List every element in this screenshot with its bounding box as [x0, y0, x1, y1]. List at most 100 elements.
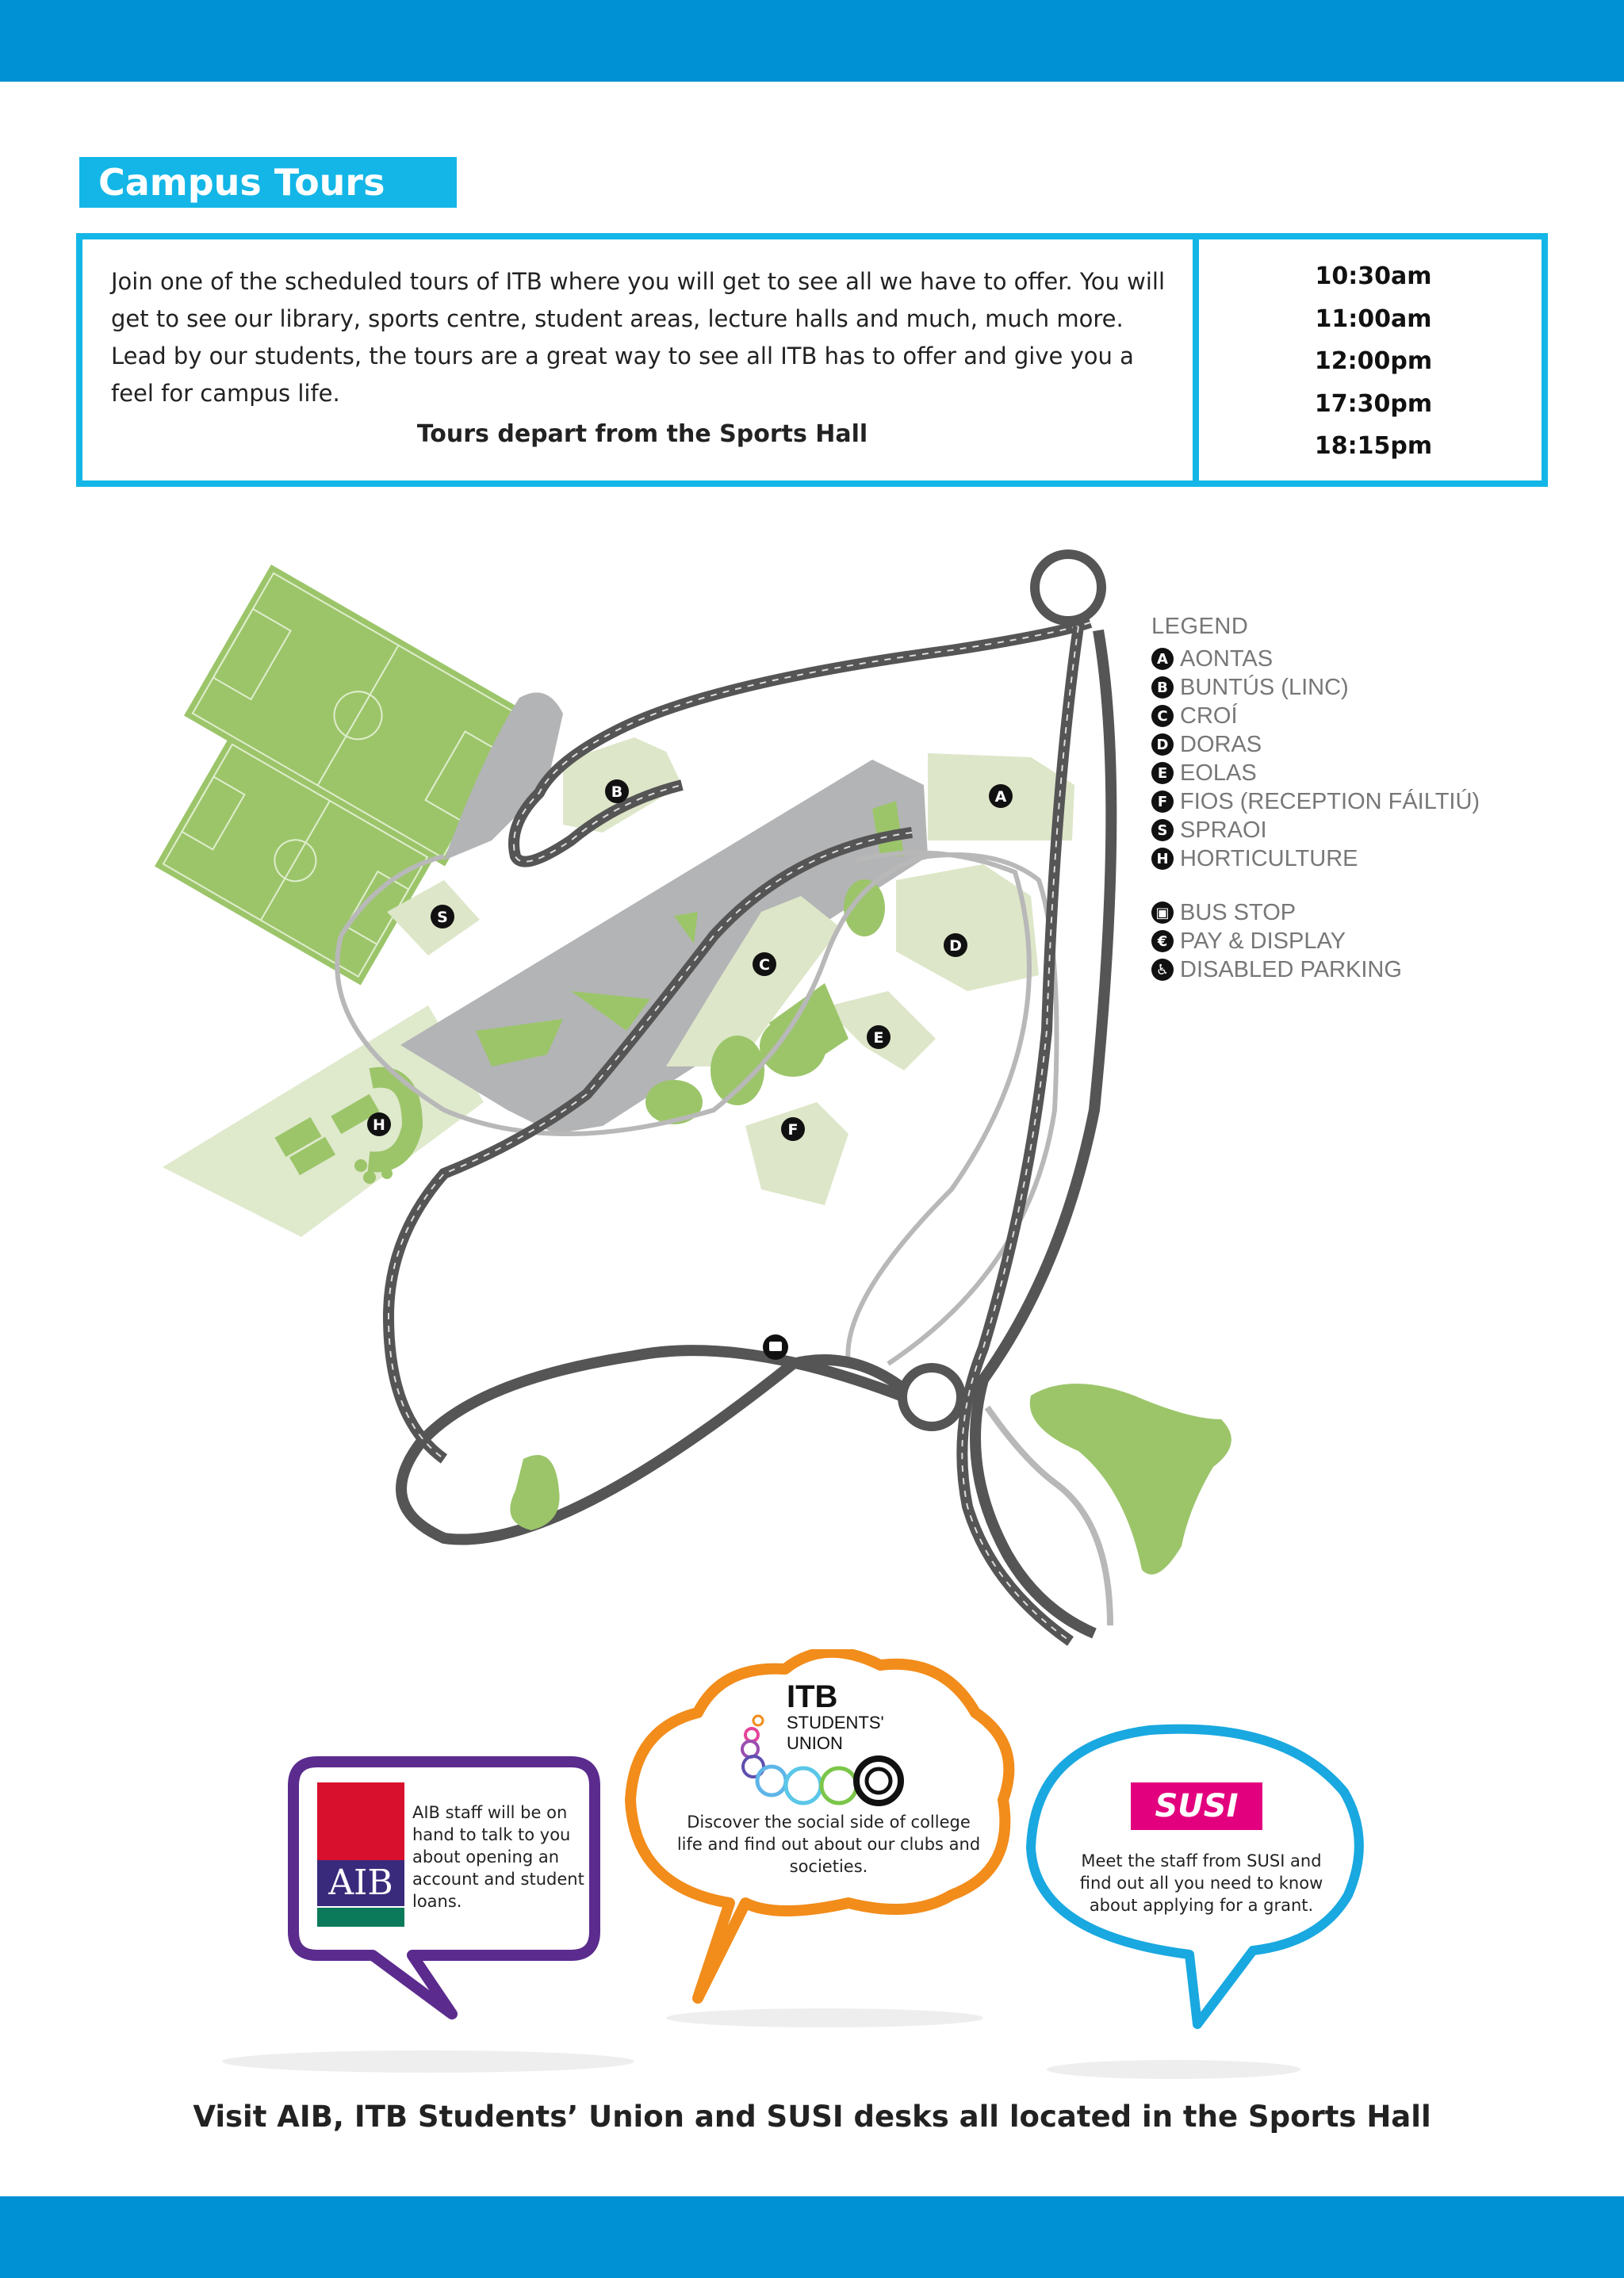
- tours-divider: [1193, 239, 1199, 480]
- tours-departure-note: Tours depart from the Sports Hall: [416, 420, 868, 448]
- map-marker-c: C: [753, 952, 776, 976]
- parking-green: [476, 1019, 563, 1066]
- svg-text:C: C: [759, 956, 770, 974]
- bus-stop-marker: [763, 1334, 788, 1360]
- legend-item: €PAY & DISPLAY: [1151, 927, 1595, 955]
- marker-b-icon: B: [1151, 676, 1174, 699]
- legend-label: SPRAOI: [1180, 817, 1267, 843]
- su-logo-line2: STUDENTS': [787, 1713, 884, 1732]
- map-marker-a: A: [989, 784, 1013, 808]
- horticulture-path: [367, 1066, 423, 1173]
- legend-item: B BUNTÚS (LINC): [1151, 673, 1595, 702]
- bottom-banner: [0, 2196, 1624, 2278]
- visit-desks-note: Visit AIB, ITB Students’ Union and SUSI …: [193, 2100, 1431, 2134]
- tour-time: 12:00pm: [1314, 347, 1433, 375]
- legend-item: S SPRAOI: [1151, 816, 1595, 844]
- legend-item: C CROÍ: [1151, 702, 1595, 730]
- tour-time: 18:15pm: [1314, 432, 1433, 460]
- susi-desk-text: Meet the staff from SUSI and find out al…: [1079, 1851, 1323, 1915]
- legend-item: F FIOS (RECEPTION FÁILTIÚ): [1151, 787, 1595, 816]
- roundabout-south: [898, 1363, 966, 1431]
- horticulture-bed: [381, 1168, 393, 1179]
- light-road: [335, 852, 1059, 1366]
- tour-times-list: 10:30am 11:00am 12:00pm 17:30pm 18:15pm: [1199, 255, 1548, 468]
- aib-logo-text: AIB: [317, 1860, 404, 1906]
- light-road: [984, 1405, 1113, 1626]
- legend-label: DISABLED PARKING: [1180, 956, 1402, 982]
- bubble-shadow: [666, 2008, 983, 2027]
- marker-a-icon: A: [1151, 648, 1174, 670]
- building-green: [760, 1016, 826, 1077]
- svg-text:E: E: [874, 1029, 884, 1047]
- legend-label: DORAS: [1180, 731, 1262, 757]
- marker-c-icon: C: [1151, 705, 1174, 727]
- bubble-shadow: [222, 2050, 634, 2073]
- horticulture-area: [163, 1005, 484, 1237]
- horticulture-bed: [289, 1136, 336, 1176]
- wheelchair-icon: ♿: [1151, 959, 1174, 981]
- marker-h-icon: H: [1151, 848, 1174, 870]
- building-d: [896, 864, 1039, 991]
- students-union-bubble: [625, 1649, 1015, 2004]
- marker-e-icon: E: [1151, 762, 1174, 784]
- building-green: [710, 1036, 764, 1105]
- parking-green: [674, 912, 698, 944]
- legend-item: D DORAS: [1151, 730, 1595, 759]
- legend-item: E EOLAS: [1151, 759, 1595, 787]
- building-green: [844, 879, 885, 936]
- top-banner: [0, 0, 1624, 82]
- svg-text:H: H: [373, 1116, 385, 1134]
- map-marker-s: S: [431, 905, 454, 928]
- susi-bubble: [1026, 1724, 1364, 2029]
- marker-f-icon: F: [1151, 791, 1174, 813]
- legend-item: A AONTAS: [1151, 645, 1595, 673]
- main-road: [396, 1345, 942, 1545]
- campus-tours-title: Campus Tours: [79, 157, 457, 208]
- svg-text:S: S: [437, 909, 448, 926]
- tours-description: Join one of the scheduled tours of ITB w…: [111, 268, 1166, 407]
- euro-icon: €: [1151, 930, 1174, 952]
- main-road: [513, 622, 1091, 863]
- horticulture-bed: [370, 1153, 383, 1166]
- aib-desk-text: AIB staff will be on hand to talk to you…: [412, 1803, 584, 1911]
- legend-label: FIOS (RECEPTION FÁILTIÚ): [1180, 788, 1480, 814]
- map-marker-b: B: [605, 779, 629, 803]
- green-area: [510, 1455, 560, 1530]
- main-road: [387, 832, 913, 1460]
- aib-logo-emblem: [317, 1782, 404, 1860]
- map-legend: LEGEND A AONTAS B BUNTÚS (LINC) C CROÍ D DOR…: [1151, 614, 1595, 984]
- su-logo-line3: UNION: [787, 1733, 843, 1753]
- light-road: [339, 854, 445, 937]
- parking-green: [571, 991, 650, 1031]
- aib-logo: AIB: [317, 1782, 404, 1927]
- building-f: [745, 1102, 848, 1205]
- legend-label: BUNTÚS (LINC): [1180, 674, 1349, 700]
- map-marker-h: H: [367, 1112, 391, 1136]
- legend-label: BUS STOP: [1180, 899, 1297, 925]
- legend-label: EOLAS: [1180, 760, 1257, 786]
- su-logo-line1: ITB: [787, 1679, 838, 1714]
- bus-icon: ▣: [1151, 902, 1174, 924]
- legend-label: CROÍ: [1180, 703, 1238, 729]
- building-green: [645, 1080, 703, 1124]
- tour-time: 10:30am: [1315, 262, 1432, 290]
- campus-tours-box: Join one of the scheduled tours of ITB w…: [76, 233, 1548, 487]
- bubble-shadow: [1047, 2060, 1300, 2079]
- students-union-logo-rings: [741, 1714, 904, 1806]
- main-road: [961, 626, 1079, 1642]
- tour-time: 17:30pm: [1314, 389, 1433, 418]
- marker-s-icon: S: [1151, 819, 1174, 841]
- susi-logo: SUSI: [1131, 1782, 1262, 1830]
- legend-gap: [1151, 873, 1595, 898]
- legend-title: LEGEND: [1151, 614, 1249, 639]
- students-union-logo-text: ITB STUDENTS' UNION: [787, 1681, 884, 1754]
- map-marker-f: F: [781, 1117, 805, 1141]
- legend-label: AONTAS: [1180, 645, 1274, 672]
- svg-text:F: F: [788, 1121, 799, 1139]
- speech-bubbles: [222, 1649, 1364, 2079]
- green-area: [1029, 1384, 1231, 1575]
- aib-logo-stripe: [317, 1908, 404, 1927]
- marker-d-icon: D: [1151, 733, 1174, 756]
